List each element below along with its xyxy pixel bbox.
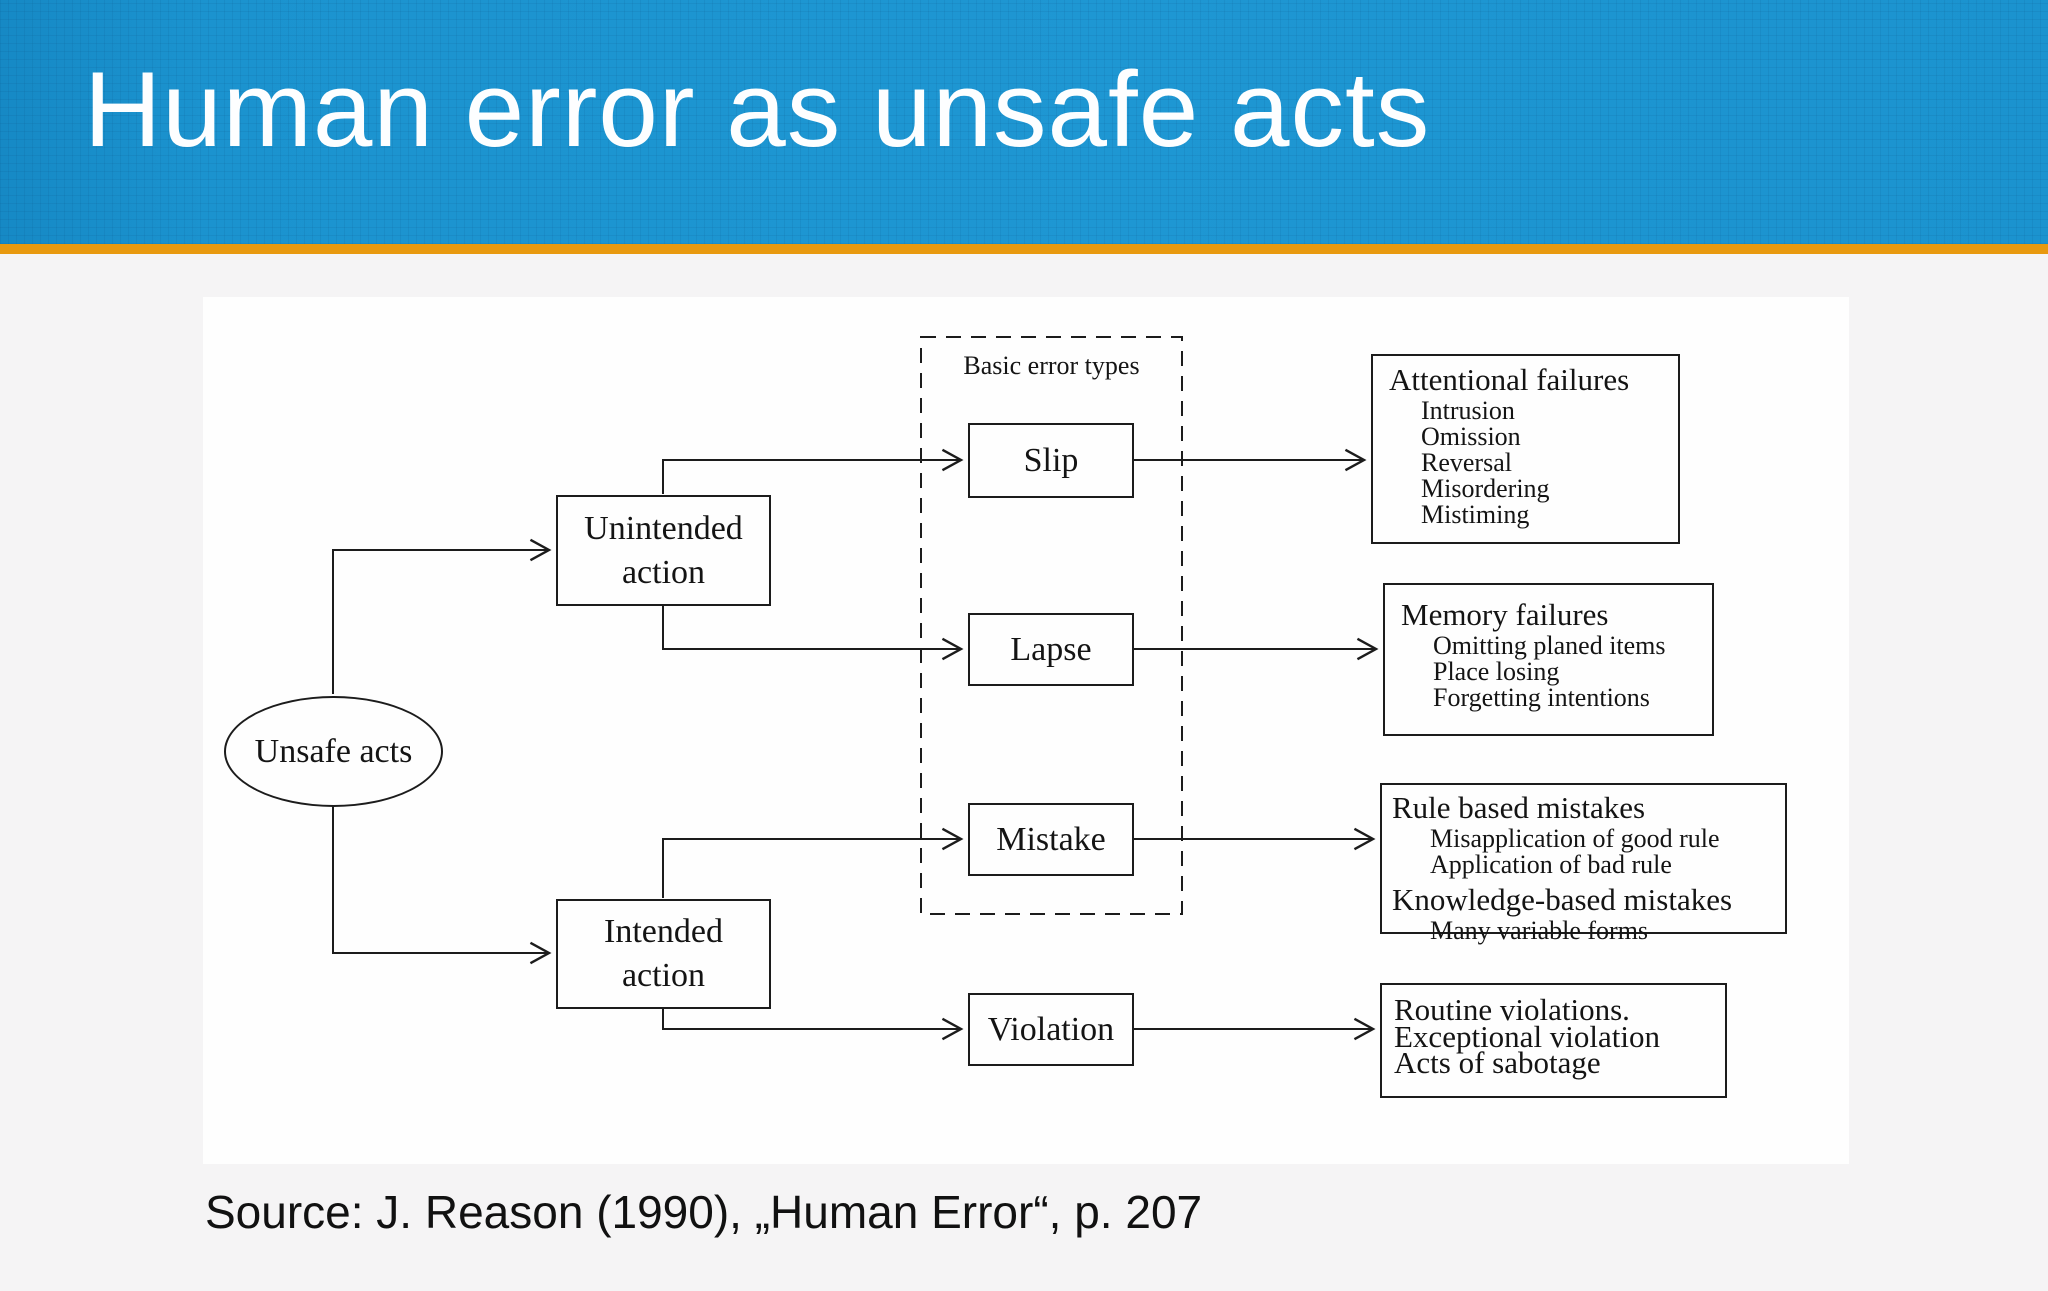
rule-based-item: Misapplication of good rule [1430, 824, 1720, 853]
slide-header: Human error as unsafe acts [0, 0, 2048, 244]
basic-error-types-label: Basic error types [963, 351, 1140, 380]
box-attentional-failures: Attentional failures Intrusion Omission … [1371, 354, 1680, 544]
box-memory-failures: Memory failures Omitting planed items Pl… [1383, 583, 1714, 736]
rule-based-mistakes-title: Rule based mistakes [1392, 790, 1646, 825]
node-unsafe-acts-label: Unsafe acts [254, 732, 413, 770]
node-violation: Violation [968, 993, 1134, 1066]
accent-divider [0, 244, 2048, 254]
memory-item: Omitting planed items [1433, 631, 1666, 660]
node-slip-label: Slip [1023, 441, 1079, 479]
node-mistake: Mistake [968, 803, 1134, 876]
knowledge-based-mistakes-title: Knowledge-based mistakes [1392, 881, 1733, 917]
attentional-item: Reversal [1421, 447, 1512, 477]
source-citation: Source: J. Reason (1990), „Human Error“,… [205, 1186, 1203, 1238]
node-slip: Slip [968, 423, 1134, 498]
rule-based-item: Application of bad rule [1430, 849, 1672, 879]
attentional-item: Misordering [1421, 473, 1550, 503]
memory-item: Forgetting intentions [1433, 682, 1650, 712]
node-lapse: Lapse [968, 613, 1134, 686]
violation-type-line: Routine violations. [1394, 992, 1630, 1027]
attentional-item: Mistiming [1421, 499, 1530, 529]
knowledge-based-item: Many variable forms [1430, 915, 1649, 945]
node-intended-action: Intended action [556, 899, 771, 1009]
node-unintended-action: Unintended action [556, 495, 771, 606]
node-unsafe-acts: Unsafe acts [224, 696, 443, 807]
memory-item: Place losing [1433, 656, 1560, 686]
box-rule-knowledge-mistakes: Rule based mistakes Misapplication of go… [1380, 783, 1787, 943]
page-title: Human error as unsafe acts [84, 49, 1431, 169]
box-violation-types: Routine violations. Exceptional violatio… [1380, 983, 1727, 1098]
memory-failures-title: Memory failures [1401, 597, 1609, 632]
attentional-failures-title: Attentional failures [1389, 362, 1630, 397]
node-mistake-label: Mistake [996, 820, 1106, 858]
node-violation-label: Violation [987, 1010, 1115, 1048]
violation-type-line: Exceptional violation [1394, 1018, 1661, 1054]
node-intended-action-label: Intended action [604, 913, 723, 994]
node-unintended-action-label: Unintended action [584, 509, 743, 591]
attentional-item: Omission [1421, 421, 1521, 451]
attentional-item: Intrusion [1421, 396, 1515, 425]
violation-type-line: Acts of sabotage [1394, 1045, 1601, 1081]
node-lapse-label: Lapse [1010, 630, 1092, 668]
